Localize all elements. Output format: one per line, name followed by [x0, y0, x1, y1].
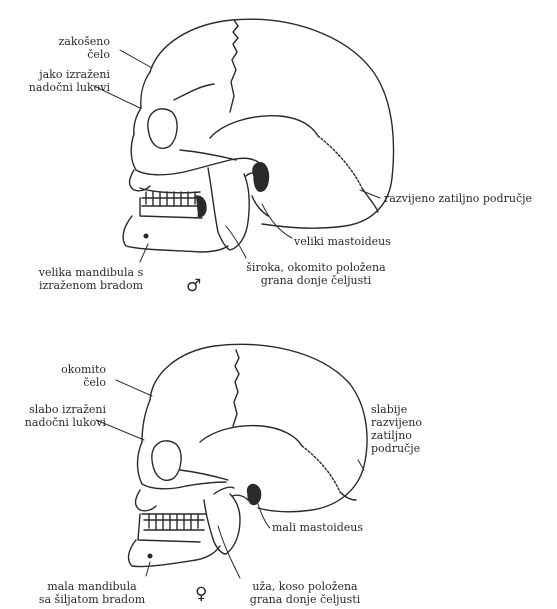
- male-leader-mastoid: [262, 204, 292, 238]
- male-skull: [94, 19, 394, 262]
- male-ramus: [208, 168, 249, 250]
- male-label-occipital: razvijeno zatiljno područje: [384, 192, 532, 205]
- male-label-ramus: široka, okomito položena grana donje čel…: [236, 261, 396, 287]
- male-leader-ramus: [226, 226, 246, 258]
- male-label-forehead: zakošeno čelo: [58, 35, 110, 61]
- female-label-ramus: uža, koso položena grana donje čeljusti: [230, 580, 380, 606]
- male-orbit: [148, 109, 177, 148]
- male-leader-forehead: [120, 50, 152, 68]
- male-leader-occipital: [360, 190, 380, 198]
- male-mandible: [123, 216, 228, 252]
- male-label-mandible: velika mandibula s izraženom bradom: [16, 266, 166, 292]
- male-symbol-icon: ♂: [186, 278, 201, 295]
- female-label-forehead: okomito čelo: [61, 363, 106, 389]
- female-upper-teeth: [144, 514, 204, 530]
- female-label-occipital: slabije razvijeno zatiljno područje: [371, 403, 422, 455]
- male-cranium-outline: [150, 19, 394, 228]
- female-leader-mandible: [146, 562, 150, 576]
- female-ear-opening: [248, 484, 261, 504]
- male-label-brow-ridges: jako izraženi nadočni lukovi: [29, 68, 110, 94]
- female-coronal-suture: [233, 350, 239, 426]
- male-zygomatic: [131, 134, 258, 175]
- male-ear-opening: [253, 163, 269, 191]
- female-mandible: [129, 540, 220, 567]
- male-label-mastoid: veliki mastoideus: [294, 235, 391, 248]
- female-ramus: [204, 494, 240, 554]
- female-forehead: [142, 400, 150, 442]
- female-label-mandible: mala mandibula sa šiljatom bradom: [22, 580, 162, 606]
- male-leader-mandible: [140, 244, 148, 262]
- female-leader-forehead: [116, 380, 152, 396]
- female-symbol-icon: ♀: [195, 586, 207, 603]
- male-upper-teeth: [142, 192, 200, 206]
- female-skull: [96, 344, 367, 578]
- female-leader-mastoid: [258, 504, 270, 528]
- female-label-mastoid: mali mastoideus: [272, 521, 363, 534]
- female-orbit: [152, 441, 181, 480]
- male-coronal-suture: [230, 20, 238, 112]
- female-leader-occipital: [358, 460, 364, 470]
- female-label-brow-ridges: slabo izraženi nadočni lukovi: [25, 403, 106, 429]
